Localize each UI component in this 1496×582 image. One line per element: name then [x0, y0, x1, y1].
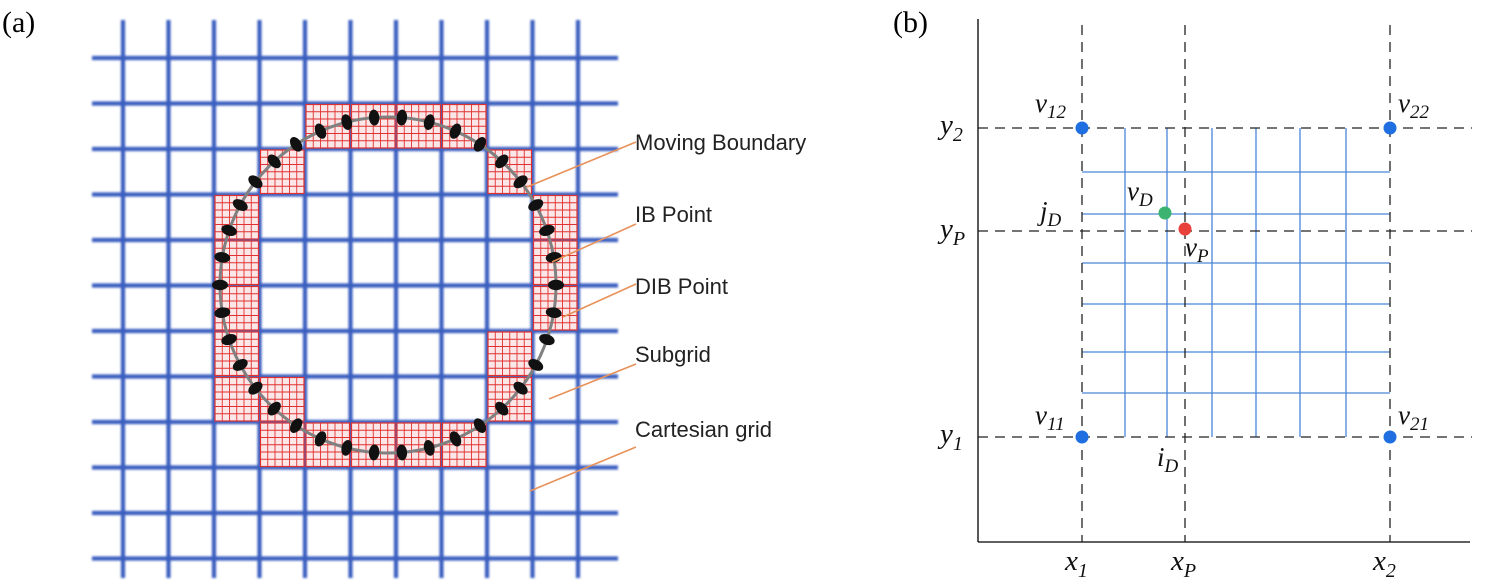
panel-b-labels: v12 v22 v11 v21 vD vP y2 yP y1 jD x1 xP … [937, 88, 1429, 582]
label-dib-point: DIB Point [635, 274, 728, 299]
ib-point [539, 333, 555, 346]
ib-point [545, 307, 562, 318]
label-cartesian-grid: Cartesian grid [635, 417, 772, 442]
label-v22: v22 [1398, 88, 1429, 123]
ib-point [314, 431, 327, 447]
ib-point [221, 333, 237, 346]
ib-point [528, 359, 544, 371]
leader-cartesian-grid [529, 446, 637, 492]
panel-a-label: (a) [2, 6, 35, 39]
ib-points [212, 109, 564, 461]
ib-point [473, 137, 487, 152]
ib-point [248, 381, 263, 395]
leader-dib-point [562, 283, 637, 318]
annotation-leaders [526, 141, 637, 492]
ib-point [528, 199, 544, 211]
label-v11: v11 [1035, 400, 1065, 435]
label-v12: v12 [1035, 88, 1066, 123]
ib-point [396, 444, 408, 461]
ib-point [449, 123, 462, 139]
ib-point [267, 401, 281, 416]
ib-point [396, 109, 408, 126]
leader-moving-boundary [526, 141, 637, 188]
panel-b-label: (b) [893, 6, 928, 39]
ib-point [368, 109, 380, 126]
ib-point [214, 307, 231, 318]
label-vD: vD [1127, 176, 1153, 211]
ib-point [473, 418, 487, 433]
node-v12 [1075, 121, 1089, 135]
ib-point [212, 279, 228, 291]
cell-subgrid [1082, 128, 1390, 437]
label-jD: jD [1037, 196, 1062, 231]
node-v21 [1383, 430, 1397, 444]
ib-point [289, 137, 303, 152]
ib-point [314, 123, 327, 139]
annotation-labels: Moving Boundary IB Point DIB Point Subgr… [635, 130, 806, 442]
label-subgrid: Subgrid [635, 342, 711, 367]
leader-subgrid [548, 363, 637, 400]
grid-nodes [1075, 121, 1397, 444]
ib-point [341, 439, 353, 456]
ib-point [539, 224, 555, 237]
label-v21: v21 [1398, 400, 1429, 435]
ib-point [423, 439, 435, 456]
node-v11 [1075, 430, 1089, 444]
label-iD: iD [1157, 442, 1179, 477]
ib-point [248, 175, 263, 189]
label-y1: y1 [937, 418, 963, 455]
ib-point [221, 224, 237, 237]
ib-point [232, 359, 248, 371]
label-moving-boundary: Moving Boundary [635, 130, 806, 155]
label-y2: y2 [937, 109, 963, 146]
ib-point [214, 252, 231, 263]
ib-point [495, 154, 509, 169]
cartesian-grid [92, 20, 618, 578]
ib-point [513, 175, 528, 189]
ib-point [449, 431, 462, 447]
leader-ib-point [551, 223, 637, 263]
node-vP [1178, 222, 1192, 236]
ib-point [423, 114, 435, 131]
ib-point [289, 418, 303, 433]
ib-point [232, 199, 248, 211]
node-v22 [1383, 121, 1397, 135]
ib-point [368, 444, 380, 461]
panel-a-diagram [92, 20, 618, 578]
label-ib-point: IB Point [635, 202, 712, 227]
ib-point [495, 401, 509, 416]
ib-point [548, 279, 564, 291]
ib-point [267, 154, 281, 169]
label-vP: vP [1185, 232, 1209, 267]
label-x2: x2 [1372, 545, 1396, 582]
panel-b-axes [977, 19, 1470, 543]
label-x1: x1 [1064, 545, 1088, 582]
label-yP: yP [937, 213, 965, 250]
ib-point [513, 381, 528, 395]
ib-point [341, 114, 353, 131]
node-vD [1158, 206, 1172, 220]
label-xP: xP [1170, 545, 1196, 582]
